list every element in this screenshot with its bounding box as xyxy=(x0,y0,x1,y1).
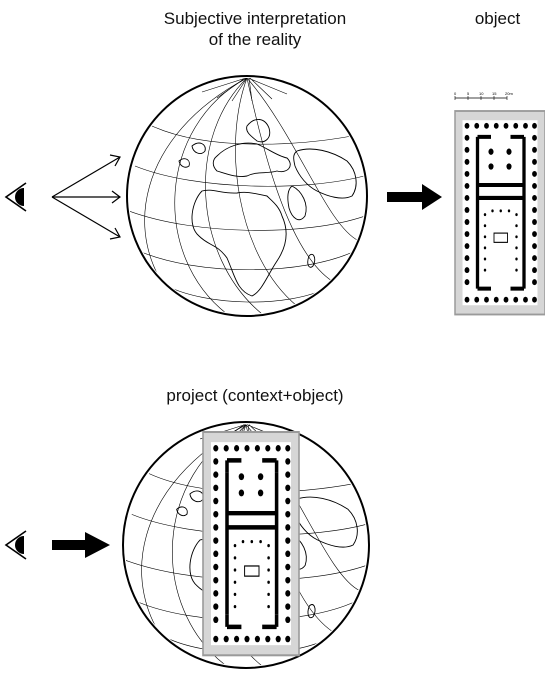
scale-tick-label: 0 xyxy=(454,91,457,96)
temple-floor-plan-icon xyxy=(455,111,545,315)
sight-arrows xyxy=(51,154,121,240)
scale-tick-label: 5 xyxy=(467,91,470,96)
globe-icon-top xyxy=(126,75,368,317)
eye-icon-bottom xyxy=(5,530,27,560)
arrow-icon-to-object xyxy=(387,184,442,210)
scale-tick-label: 15 xyxy=(492,91,497,96)
scale-tick-label: 10 xyxy=(479,91,484,96)
eye-icon-top xyxy=(5,182,27,212)
scale-bar: 0 5 10 15 20m xyxy=(454,91,513,100)
arrow-icon-to-project xyxy=(52,532,110,558)
scale-tick-label: 20m xyxy=(505,91,513,96)
title-object: object xyxy=(474,9,521,28)
title-project: project (context+object) xyxy=(166,386,344,405)
title-subjective-interpretation: Subjective interpretation of the reality xyxy=(163,9,347,49)
temple-floor-plan-overlay xyxy=(203,432,299,655)
